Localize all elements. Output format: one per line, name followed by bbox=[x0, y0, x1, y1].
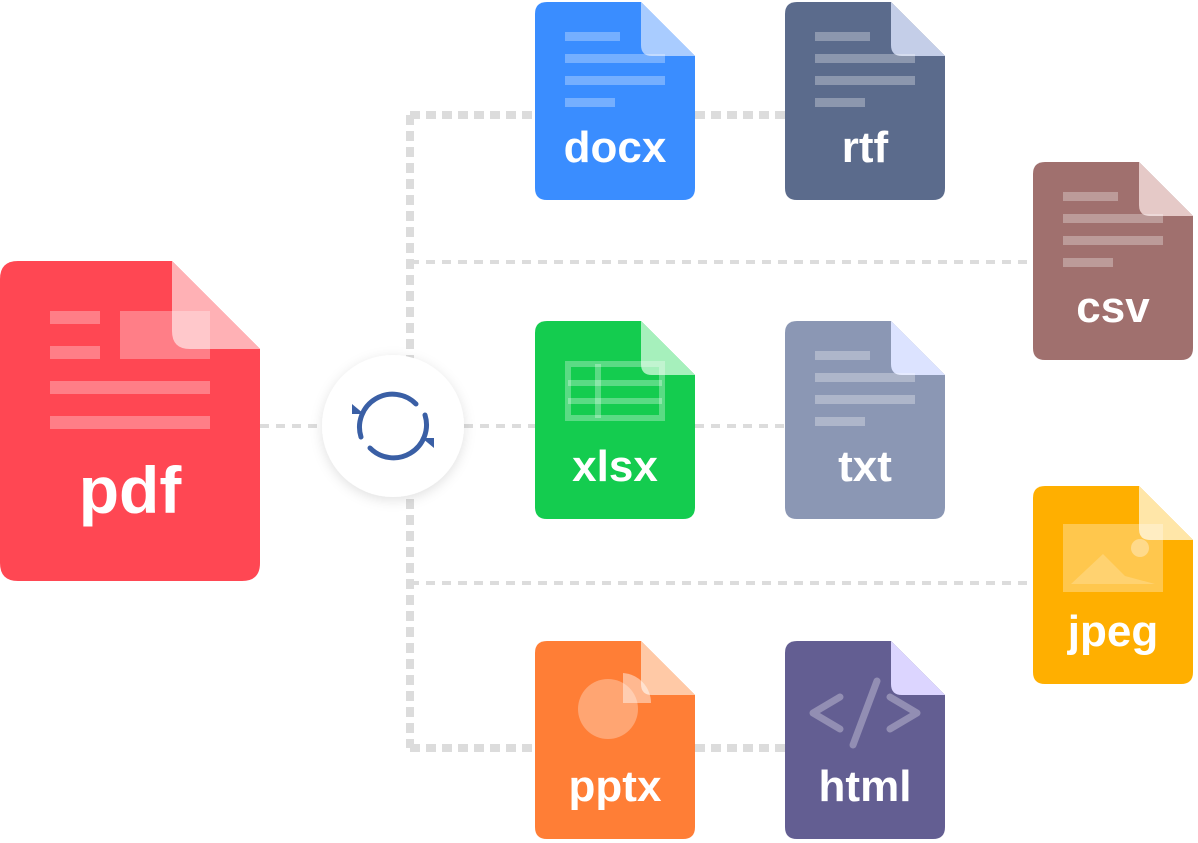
jpeg-file-label: jpeg bbox=[1067, 607, 1158, 656]
xlsx-fold-corner bbox=[641, 321, 695, 375]
csv-fold-corner bbox=[1139, 162, 1193, 216]
document-lines-icon bbox=[815, 32, 915, 107]
pdf-fold-corner bbox=[172, 261, 260, 349]
convert-arrows-icon bbox=[352, 391, 434, 461]
rtf-file-label: rtf bbox=[842, 123, 889, 172]
pptx-fold-corner bbox=[641, 641, 695, 695]
txt-fold-corner bbox=[891, 321, 945, 375]
hub-circle bbox=[322, 355, 464, 497]
pdf-file-icon: pdf bbox=[0, 261, 260, 581]
html-fold-corner bbox=[891, 641, 945, 695]
pdf-file-label: pdf bbox=[79, 453, 183, 527]
docx-file-label: docx bbox=[564, 123, 667, 172]
txt-file-label: txt bbox=[838, 442, 892, 491]
csv-file-icon: csv bbox=[1033, 162, 1193, 360]
docx-file-icon: docx bbox=[535, 2, 695, 200]
html-file-icon: html bbox=[785, 641, 945, 839]
connector-lines bbox=[260, 111, 1033, 752]
document-lines-icon bbox=[565, 32, 665, 107]
code-brackets-icon bbox=[809, 677, 921, 749]
html-file-label: html bbox=[819, 762, 912, 811]
document-lines-icon bbox=[50, 311, 210, 429]
spreadsheet-grid-icon bbox=[565, 361, 665, 421]
rtf-fold-corner bbox=[891, 2, 945, 56]
convert-hub bbox=[322, 355, 464, 497]
txt-file-icon: txt bbox=[785, 321, 945, 519]
xlsx-file-icon: xlsx bbox=[535, 321, 695, 519]
csv-file-label: csv bbox=[1076, 283, 1150, 332]
image-icon bbox=[1063, 524, 1163, 592]
document-lines-icon bbox=[1063, 192, 1163, 267]
jpeg-file-icon: jpeg bbox=[1033, 486, 1193, 684]
pptx-file-icon: pptx bbox=[535, 641, 695, 839]
rtf-file-icon: rtf bbox=[785, 2, 945, 200]
pie-chart-icon bbox=[578, 673, 652, 739]
jpeg-fold-corner bbox=[1139, 486, 1193, 540]
xlsx-file-label: xlsx bbox=[572, 442, 658, 491]
document-lines-icon bbox=[815, 351, 915, 426]
pptx-file-label: pptx bbox=[569, 762, 662, 811]
docx-fold-corner bbox=[641, 2, 695, 56]
